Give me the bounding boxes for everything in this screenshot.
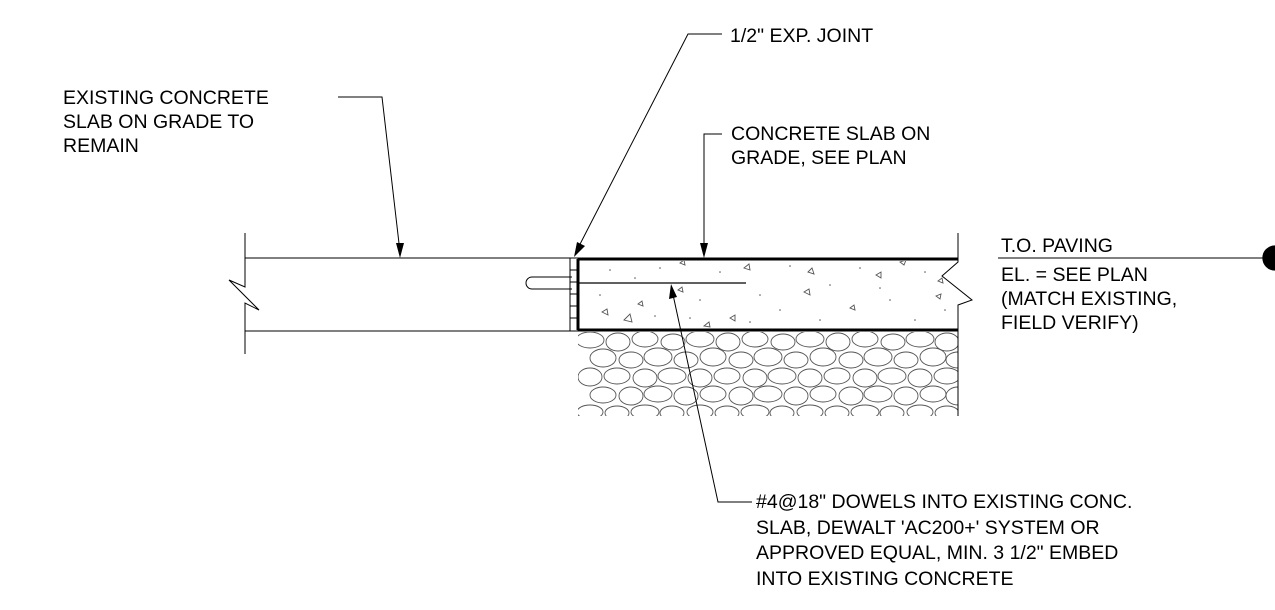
note-line: CONCRETE SLAB ON [731,123,931,145]
note-line: T.O. PAVING [1001,235,1113,257]
break-line-right [941,233,974,354]
leader-existing-slab [338,96,404,258]
note-line: SLAB ON GRADE TO [63,111,255,133]
gravel-base [578,332,958,416]
note-line: EXISTING CONCRETE [63,87,269,109]
note-line: INTO EXISTING CONCRETE [756,567,1014,590]
note-dowels: #4@18" DOWELS INTO EXISTING CONC. SLAB, … [756,490,1132,592]
note-existing-slab: EXISTING CONCRETE SLAB ON GRADE TO REMAI… [63,86,269,158]
new-concrete-slab [576,233,974,354]
note-line: FIELD VERIFY) [1001,312,1139,334]
leader-exp-joint [574,33,722,257]
concrete-aggregate-hatch [599,261,946,328]
note-new-slab: CONCRETE SLAB ON GRADE, SEE PLAN [731,122,930,170]
dowel-bar [525,276,746,290]
leader-dowels [669,284,752,503]
elevation-target-icon [1263,246,1275,270]
note-line: #4@18" DOWELS INTO EXISTING CONC. [756,491,1133,513]
note-exp-joint: 1/2" EXP. JOINT [730,24,873,48]
leader-new-slab [700,133,722,258]
break-line-left [228,233,260,354]
note-line: APPROVED EQUAL, MIN. 3 1/2" EMBED [756,542,1119,564]
note-line: 1/2" EXP. JOINT [730,25,874,47]
note-line: (MATCH EXISTING, [1001,288,1178,310]
note-line: EL. = SEE PLAN [1001,264,1148,286]
note-line: GRADE, SEE PLAN [731,147,907,169]
note-line: REMAIN [63,135,139,157]
elevation-marker [998,245,1275,271]
existing-slab [228,233,578,354]
note-elevation: T.O. PAVING EL. = SEE PLAN (MATCH EXISTI… [1001,234,1177,335]
note-line: SLAB, DEWALT 'AC200+' SYSTEM OR [756,516,1100,539]
